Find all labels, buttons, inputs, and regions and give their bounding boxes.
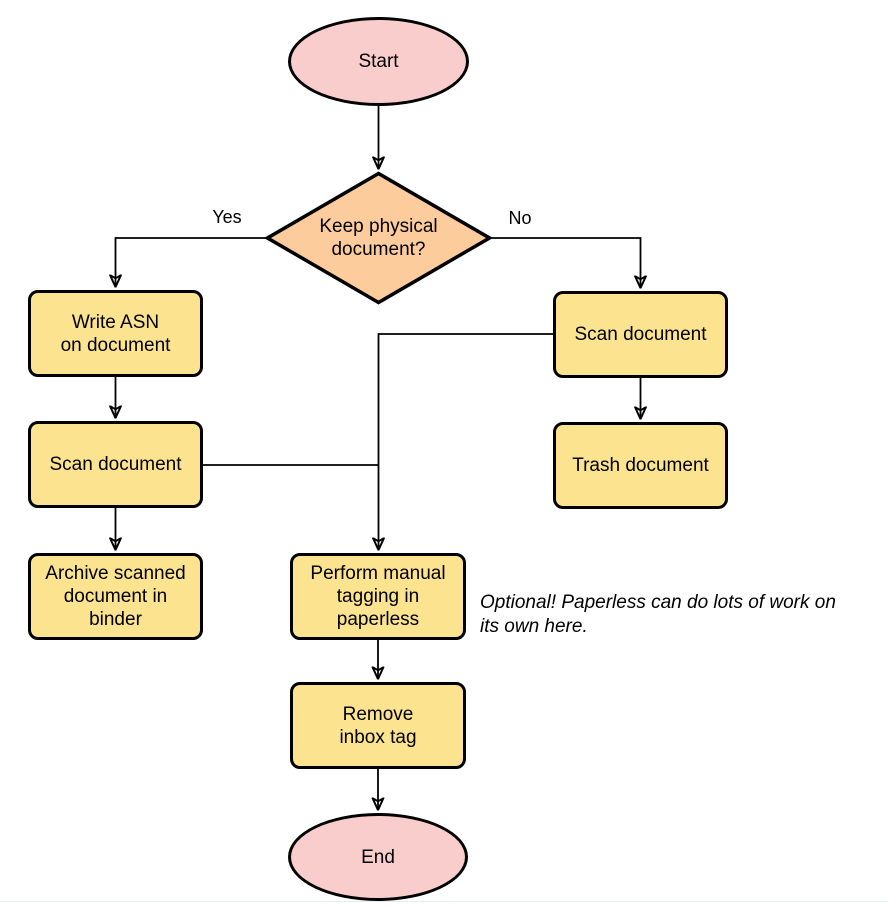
page-bottom-divider [0, 901, 888, 902]
node-tagging-label: Perform manual tagging in paperless [310, 563, 446, 630]
node-write-asn-label: Write ASN on document [60, 311, 171, 356]
decision-diamond-shape [265, 171, 492, 305]
edge-label-yes: Yes [203, 207, 251, 227]
node-decision-label: Keep physical document? [319, 216, 438, 260]
node-start: Start [288, 17, 469, 106]
node-remove-label: Remove inbox tag [339, 703, 417, 748]
node-scan-document-left: Scan document [28, 421, 203, 508]
node-start-label: Start [358, 51, 399, 72]
node-scan-right-label: Scan document [574, 324, 707, 345]
node-perform-manual-tagging: Perform manual tagging in paperless [290, 553, 466, 640]
edge-label-no: No [496, 208, 544, 228]
node-scan-left-label: Scan document [49, 454, 182, 475]
edge-decision-no-to-scan-right [491, 237, 641, 287]
node-remove-inbox-tag: Remove inbox tag [290, 682, 466, 769]
node-write-asn-on-document: Write ASN on document [28, 290, 203, 377]
node-archive-label: Archive scanned document in binder [45, 563, 186, 630]
node-trash-document: Trash document [553, 422, 728, 509]
annotation-optional-note: Optional! Paperless can do lots of work … [480, 592, 836, 637]
node-scan-document-right: Scan document [553, 291, 728, 378]
node-archive-scanned-document: Archive scanned document in binder [28, 553, 203, 640]
node-decision-keep-physical-document: Keep physical document? [265, 171, 492, 305]
edge-scan-right-to-tagging [379, 333, 553, 549]
edge-decision-yes-to-write-asn [116, 237, 266, 286]
node-trash-label: Trash document [572, 455, 709, 476]
node-end-label: End [361, 846, 395, 868]
node-end: End [288, 813, 468, 901]
